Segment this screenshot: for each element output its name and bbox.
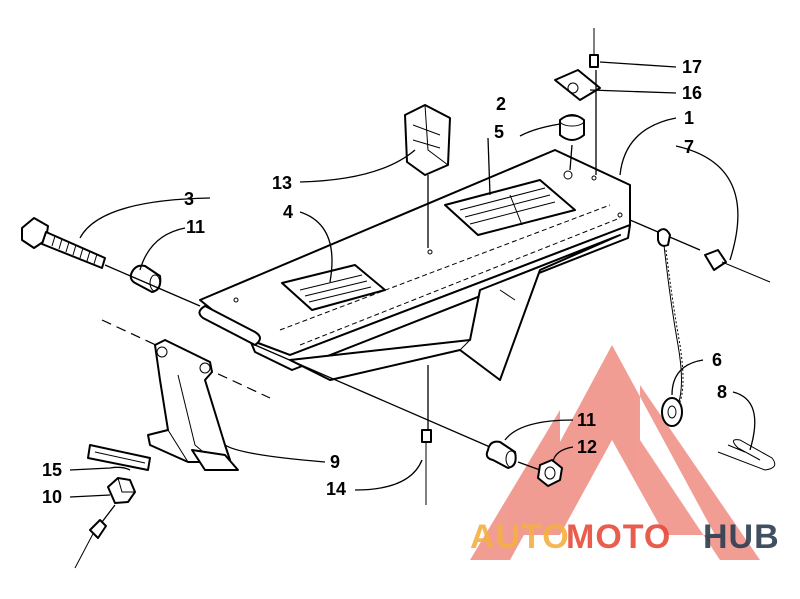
callout-2: 2 — [496, 94, 506, 114]
watermark-logo — [470, 345, 760, 560]
hairpin-clip-8 — [717, 439, 776, 471]
callout-6: 6 — [712, 350, 722, 370]
spacer-11-right — [485, 440, 517, 469]
nut-12 — [537, 459, 563, 487]
strap-clip-13 — [404, 104, 451, 176]
callout-11-left: 11 — [186, 217, 205, 237]
rivet-10 — [74, 519, 107, 569]
rivet-14 — [421, 429, 432, 505]
knob-10 — [107, 477, 136, 504]
callout-17: 17 — [682, 57, 702, 77]
plate-15 — [87, 444, 151, 471]
pin-7 — [704, 249, 771, 283]
warning-decal-5 — [444, 179, 576, 236]
callout-8: 8 — [717, 382, 727, 402]
rivet-17 — [589, 28, 599, 68]
tray-front-lip — [249, 224, 631, 371]
callout-16: 16 — [682, 83, 702, 103]
bolt-3 — [21, 217, 106, 269]
callout-3: 3 — [184, 189, 194, 209]
callout-10: 10 — [42, 487, 62, 507]
callout-4: 4 — [283, 202, 293, 222]
callout-1: 1 — [684, 108, 694, 128]
spacer-11-left — [129, 264, 162, 293]
tray-hinge-roll — [198, 305, 261, 346]
callout-13: 13 — [272, 173, 292, 193]
mount-bracket-9 — [147, 339, 239, 471]
bracket-16 — [554, 69, 601, 101]
watermark-text: AUTO MOTO HUB — [470, 518, 780, 556]
leader-lines — [69, 61, 756, 498]
watermark-triangle — [510, 345, 760, 560]
watermark-word-moto: MOTO — [566, 518, 671, 556]
callout-12: 12 — [577, 437, 597, 457]
watermark-word-hub: HUB — [703, 518, 780, 556]
callout-9: 9 — [330, 452, 340, 472]
watermark-triangle-inner — [470, 410, 560, 560]
callout-5: 5 — [494, 122, 504, 142]
callout-15: 15 — [42, 460, 62, 480]
callout-14: 14 — [326, 479, 346, 499]
callout-7: 7 — [684, 137, 694, 157]
strap-6 — [657, 228, 684, 427]
rubber-bumper-2 — [559, 114, 585, 141]
battery-tray — [198, 149, 631, 381]
watermark-word-auto: AUTO — [470, 518, 570, 556]
warning-decal-4 — [281, 264, 386, 311]
tray-gusset — [289, 234, 621, 381]
callout-labels: 17 16 1 2 5 7 13 3 11 4 6 8 11 12 9 15 1… — [42, 57, 727, 507]
callout-11-right: 11 — [577, 410, 596, 430]
